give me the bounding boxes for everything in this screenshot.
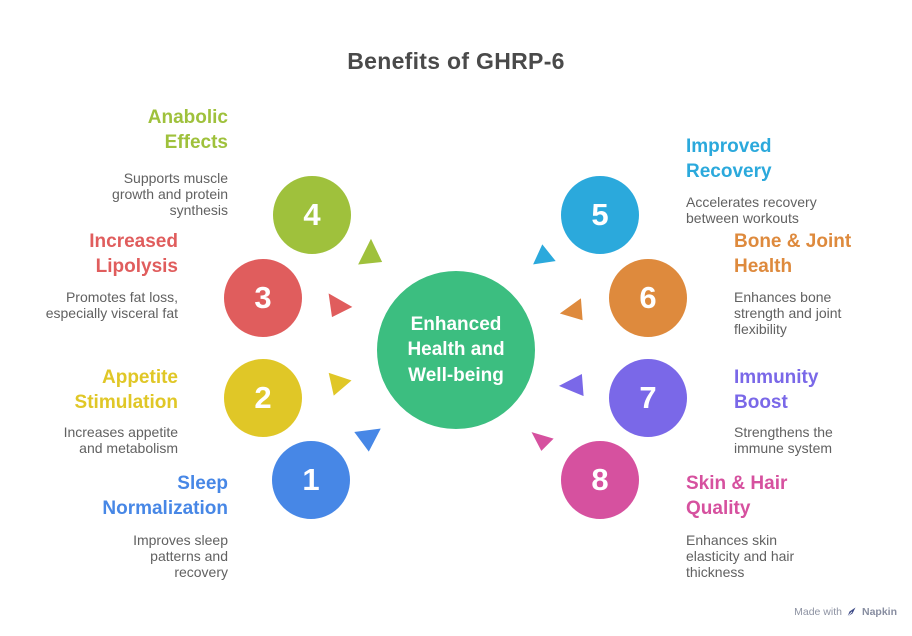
item-label-2: Appetite Stimulation [74, 367, 178, 413]
item-label-4: Anabolic Effects [147, 107, 228, 153]
item-description-1: Improves sleep patterns and recovery [133, 532, 228, 581]
item-description-2: Increases appetite and metabolism [63, 424, 178, 457]
item-number-6: 6 [639, 280, 657, 315]
center-circle-label: Enhanced Health and Well-being [407, 313, 505, 386]
arrow-icon-7 [554, 370, 587, 400]
item-number-1: 1 [302, 462, 320, 497]
arrow-icon-3 [325, 289, 357, 321]
item-label-1: Sleep Normalization [102, 473, 228, 519]
item-label-8: Skin & Hair Quality [686, 473, 788, 519]
pen-icon [847, 607, 856, 617]
arrow-icon-6 [555, 294, 586, 324]
item-description-4: Supports muscle growth and protein synth… [112, 170, 228, 219]
arrow-icon-4 [354, 234, 386, 268]
item-circle-8: 8 [558, 438, 642, 522]
item-circle-5: 5 [558, 173, 642, 257]
item-number-8: 8 [591, 462, 609, 497]
brand-name: Napkin [861, 606, 897, 618]
arrow-icon-5 [529, 240, 560, 268]
item-circle-2: 2 [221, 356, 305, 440]
item-number-3: 3 [254, 280, 272, 315]
made-with-text: Made with [794, 606, 842, 618]
item-label-5: Improved Recovery [686, 136, 772, 182]
item-circle-6: 6 [606, 256, 690, 340]
item-circle-3: 3 [221, 256, 305, 340]
item-description-8: Enhances skin elasticity and hair thickn… [686, 532, 795, 581]
item-circle-4: 4 [270, 173, 354, 257]
arrow-icon-2 [325, 369, 356, 400]
item-number-2: 2 [254, 380, 272, 415]
item-circle-1: 1 [269, 438, 353, 522]
arrow-icon-8 [527, 428, 558, 455]
item-label-3: Increased Lipolysis [89, 231, 178, 277]
item-description-7: Strengthens the immune system [734, 424, 833, 457]
item-number-4: 4 [303, 197, 321, 232]
item-label-7: Immunity Boost [734, 367, 819, 413]
center-circle: Enhanced Health and Well-being [374, 268, 538, 432]
diagram-title: Benefits of GHRP-6 [347, 48, 565, 74]
napkin-attribution: Made with Napkin [794, 606, 897, 618]
item-number-5: 5 [591, 197, 609, 232]
item-circle-7: 7 [606, 356, 690, 440]
arrow-icon-1 [350, 425, 385, 456]
item-description-6: Enhances bone strength and joint flexibi… [734, 289, 842, 338]
item-label-6: Bone & Joint Health [734, 231, 852, 277]
item-description-3: Promotes fat loss, especially visceral f… [45, 289, 178, 322]
item-description-5: Accelerates recovery between workouts [686, 194, 817, 227]
item-number-7: 7 [639, 380, 657, 415]
